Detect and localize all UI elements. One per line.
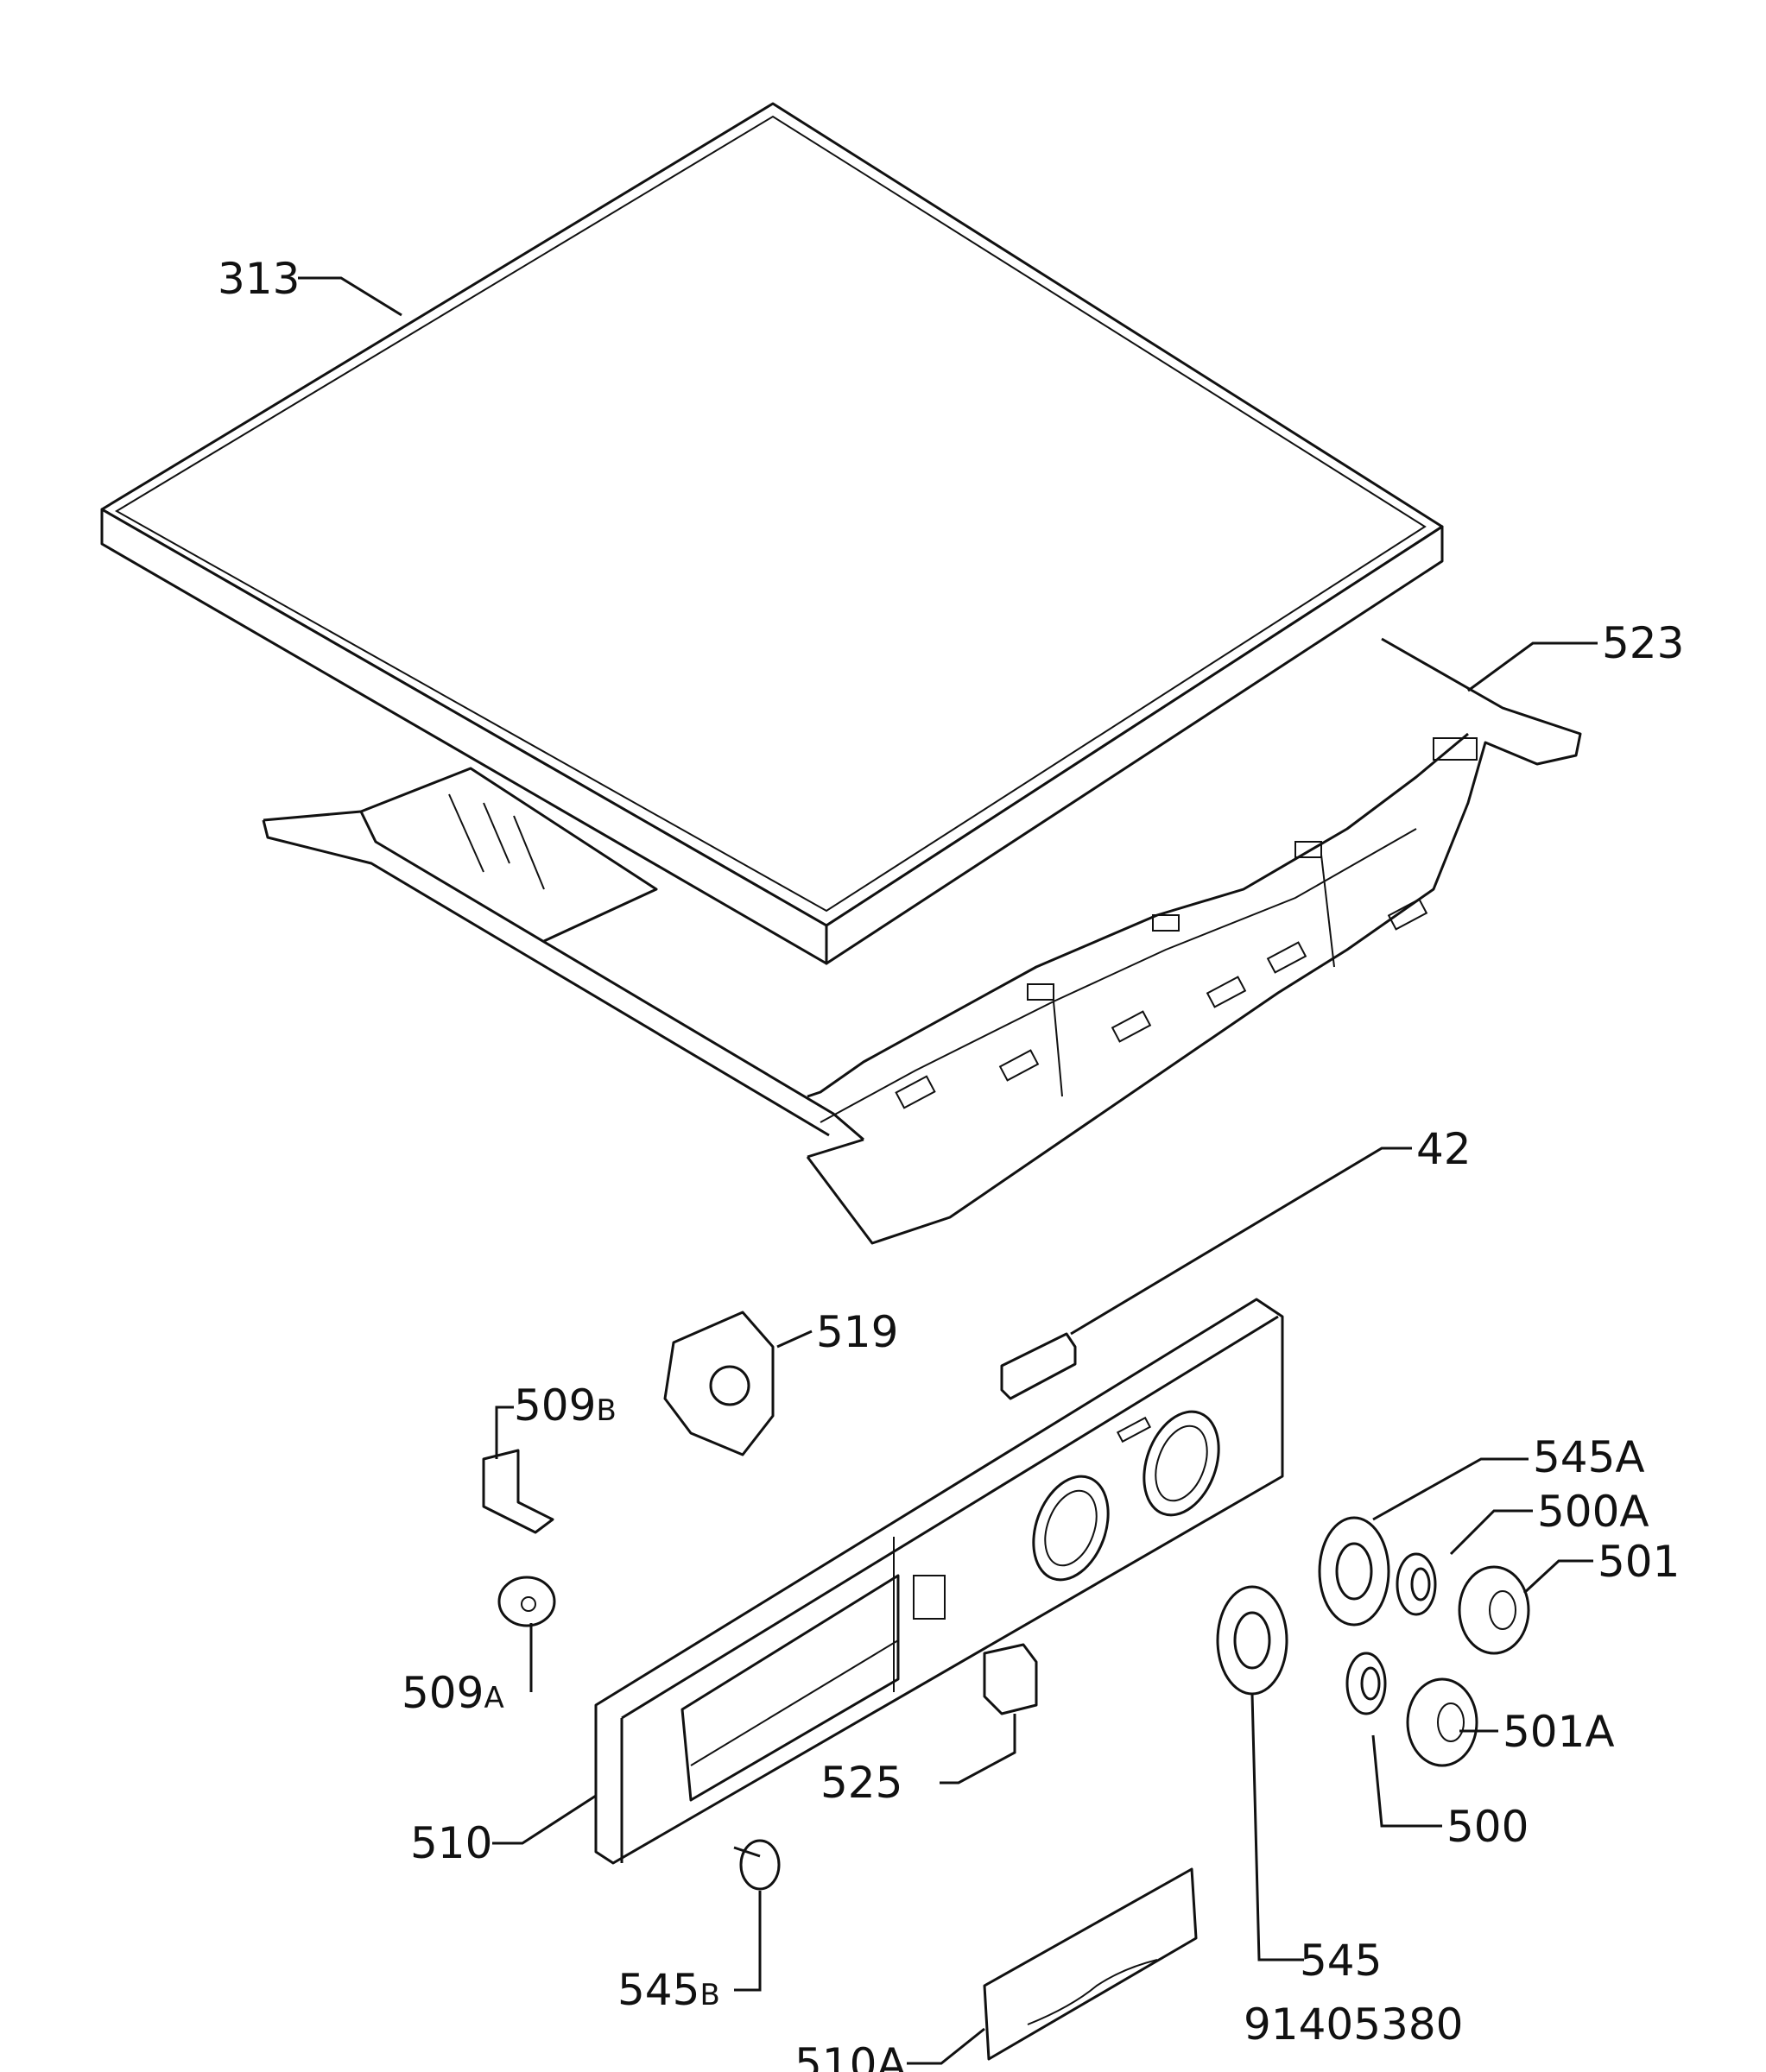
part-509b-bracket	[482, 1449, 554, 1534]
part-545a-bezel	[1318, 1516, 1390, 1627]
label-510a: 510A	[794, 2039, 907, 2072]
label-501: 501	[1598, 1537, 1680, 1587]
label-509b: 509B	[514, 1380, 617, 1431]
label-545: 545	[1300, 1936, 1382, 1986]
part-500a-shaft	[1396, 1552, 1437, 1616]
label-545a: 545A	[1533, 1432, 1645, 1482]
label-501a: 501A	[1503, 1707, 1615, 1757]
part-523-frame	[262, 637, 1582, 1245]
label-545b: 545B	[617, 1965, 720, 2015]
label-500: 500	[1446, 1802, 1529, 1852]
part-545b-fastener	[733, 1839, 781, 1891]
part-42-clip	[1000, 1332, 1077, 1400]
label-500a: 500A	[1537, 1487, 1649, 1537]
label-509a: 509A	[402, 1668, 504, 1718]
part-525-switch	[983, 1643, 1038, 1715]
part-313-top-cover	[100, 102, 1444, 965]
label-523: 523	[1602, 618, 1684, 668]
label-510: 510	[410, 1818, 492, 1868]
part-510a-flap	[983, 1867, 1198, 2061]
label-42: 42	[1416, 1124, 1472, 1174]
label-313: 313	[218, 254, 300, 304]
part-501a-knob	[1406, 1677, 1478, 1767]
drawing-number: 91405380	[1244, 1999, 1464, 2050]
part-509a-cam	[497, 1576, 556, 1627]
part-519-bracket	[663, 1311, 775, 1456]
label-525: 525	[820, 1758, 902, 1808]
part-545-bezel	[1216, 1585, 1288, 1696]
label-519: 519	[816, 1307, 898, 1357]
part-510-control-panel	[594, 1298, 1284, 1865]
part-501-knob	[1458, 1565, 1530, 1655]
part-500-shaft	[1345, 1652, 1387, 1715]
leader-lines	[298, 276, 1598, 2065]
part-labels: 313 523 42 519 509B 545A 500A 501 509A 5…	[218, 254, 1684, 2072]
